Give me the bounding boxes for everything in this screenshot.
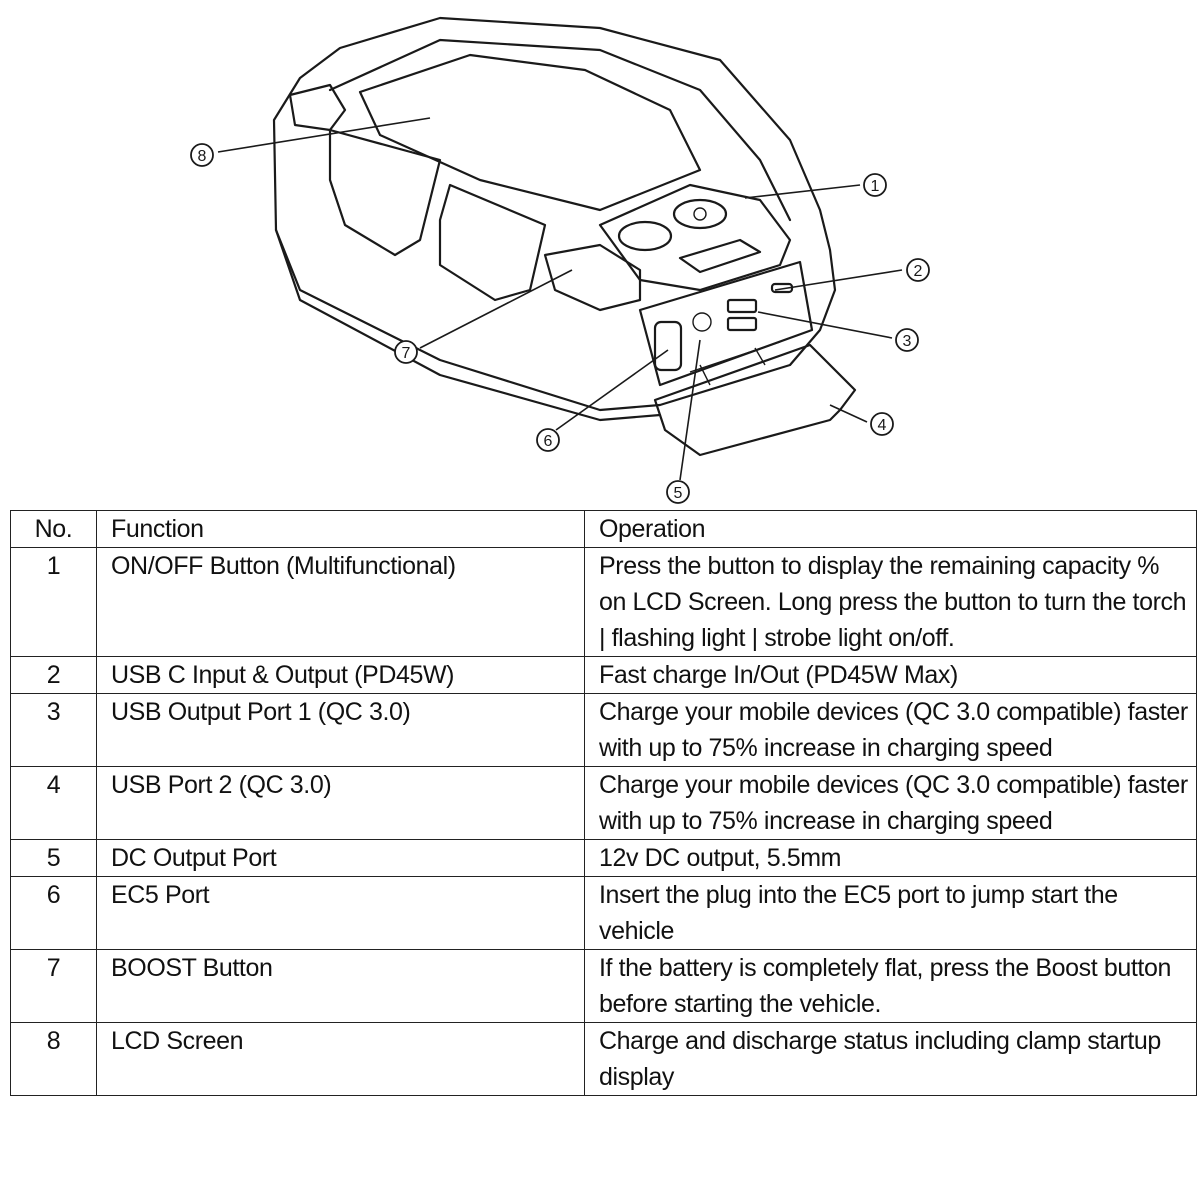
row-function: USB Output Port 1 (QC 3.0) [96,693,585,767]
callout-1: 1 [863,173,887,197]
row-operation: Fast charge In/Out (PD45W Max) [584,656,1197,694]
button-panel [598,183,792,292]
device-top-rim [328,38,792,222]
callout-leaders [217,117,903,481]
boost-button-shape [617,220,673,252]
row-no: 1 [10,547,97,657]
row-no: 6 [10,876,97,950]
jump-starter-drawing [272,16,857,457]
corner-bumper-back [288,83,347,132]
lcd-screen-shape [358,53,702,212]
table-row: 4 USB Port 2 (QC 3.0) Charge your mobile… [10,766,1197,840]
row-no: 3 [10,693,97,767]
device-body-outline [272,16,837,412]
function-table: No. Function Operation 1 ON/OFF Button (… [10,510,1197,1096]
table-row: 2 USB C Input & Output (PD45W) Fast char… [10,656,1197,694]
table-row: 1 ON/OFF Button (Multifunctional) Press … [10,547,1197,657]
callout-5: 5 [666,480,690,504]
ec5-port-shape [653,320,683,372]
power-button-shape [672,198,728,230]
usb-port-1-shape [726,298,758,314]
corner-bumper-front [543,243,642,312]
header-no: No. [10,510,97,548]
row-no: 7 [10,949,97,1023]
callout-2: 2 [906,258,930,282]
callout-7: 7 [394,340,418,364]
callout-8: 8 [190,143,214,167]
callout-2-label: 2 [914,263,923,280]
callout-1-label: 1 [871,178,880,195]
row-function: USB C Input & Output (PD45W) [96,656,585,694]
callout-7-label: 7 [402,345,411,362]
table-row: 3 USB Output Port 1 (QC 3.0) Charge your… [10,693,1197,767]
row-no: 5 [10,839,97,877]
side-panel-left [328,128,442,257]
header-operation: Operation [584,510,1197,548]
table-row: 5 DC Output Port 12v DC output, 5.5mm [10,839,1197,877]
callout-3: 3 [895,328,919,352]
row-operation: Charge your mobile devices (QC 3.0 compa… [584,693,1197,767]
row-function: LCD Screen [96,1022,585,1096]
row-function: EC5 Port [96,876,585,950]
dc-port-shape [692,312,712,332]
row-no: 2 [10,656,97,694]
header-function: Function [96,510,585,548]
table-header-row: No. Function Operation [10,510,1197,548]
row-operation: 12v DC output, 5.5mm [584,839,1197,877]
row-function: ON/OFF Button (Multifunctional) [96,547,585,657]
callout-5-label: 5 [674,485,683,502]
callout-8-label: 8 [198,148,207,165]
device-illustration: 1 2 3 4 5 6 7 8 [190,16,930,504]
row-operation: Press the button to display the remainin… [584,547,1197,657]
table-row: 7 BOOST Button If the battery is complet… [10,949,1197,1023]
row-function: BOOST Button [96,949,585,1023]
row-operation: Charge your mobile devices (QC 3.0 compa… [584,766,1197,840]
table-row: 8 LCD Screen Charge and discharge status… [10,1022,1197,1096]
button-recess [678,238,762,274]
power-symbol [693,207,707,221]
callout-6: 6 [536,428,560,452]
table-row: 6 EC5 Port Insert the plug into the EC5 … [10,876,1197,950]
row-no: 8 [10,1022,97,1096]
callout-4-label: 4 [878,417,887,434]
callout-3-label: 3 [903,333,912,350]
usb-port-2-shape [726,316,758,332]
callout-6-label: 6 [544,433,553,450]
row-function: DC Output Port [96,839,585,877]
side-panel-right [438,183,547,302]
port-cover-flap [653,343,857,457]
row-function: USB Port 2 (QC 3.0) [96,766,585,840]
device-lower-edge [274,228,662,422]
callout-4: 4 [870,412,894,436]
row-operation: Insert the plug into the EC5 port to jum… [584,876,1197,950]
row-operation: If the battery is completely flat, press… [584,949,1197,1023]
flap-hinge [689,341,781,386]
row-no: 4 [10,766,97,840]
row-operation: Charge and discharge status including cl… [584,1022,1197,1096]
